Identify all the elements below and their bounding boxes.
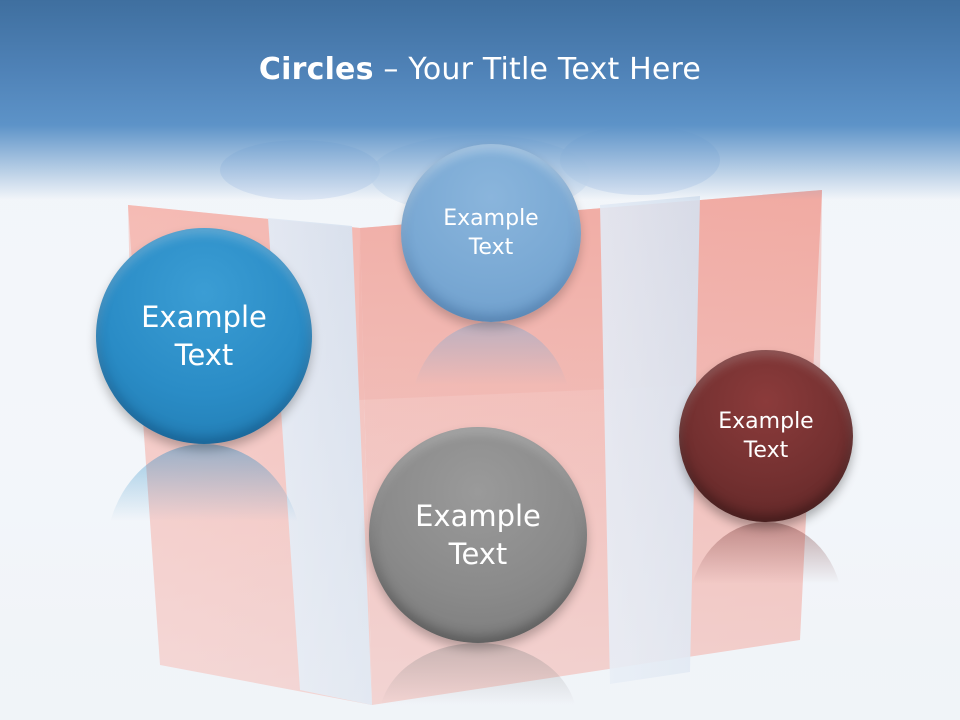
lightblue-circle-line2: Text [468,235,514,260]
slide-title-rest: – Your Title Text Here [373,52,702,87]
gray-circle-line2: Text [448,537,508,571]
gray-circle[interactable]: Example Text [369,427,587,643]
gray-circle-line1: Example [415,498,541,533]
maroon-circle-line2: Text [743,438,789,463]
maroon-circle[interactable]: Example Text [679,350,853,522]
slide-title-bold: Circles [258,52,374,87]
gray-circle-text: Example Text [415,497,541,574]
blue-circle[interactable]: Example Text [96,228,312,444]
lightblue-circle[interactable]: Example Text [401,144,581,322]
blue-circle-text: Example Text [141,298,267,375]
maroon-circle-text: Example Text [718,407,813,465]
blue-circle-line1: Example [141,299,267,334]
maroon-circle-line1: Example [718,408,814,434]
lightblue-circle-line1: Example [443,205,539,231]
lightblue-circle-text: Example Text [443,204,538,262]
slide-title[interactable]: Circles – Your Title Text Here [0,52,960,87]
blue-circle-line2: Text [174,338,234,372]
